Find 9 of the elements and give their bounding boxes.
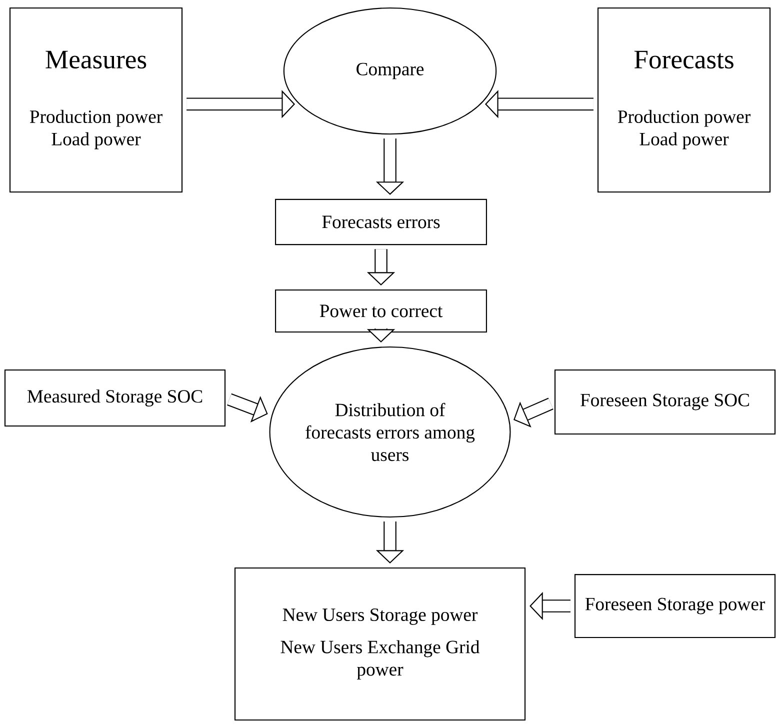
process-box: New Users Storage power New Users Exchange Grid power bbox=[234, 567, 526, 721]
block-arrow bbox=[514, 398, 554, 428]
process-box: Forecasts Production power Load power bbox=[597, 7, 771, 193]
process-box: Measured Storage SOC bbox=[4, 369, 226, 427]
process-box: Power to correct bbox=[275, 289, 487, 333]
process-box: Forecasts errors bbox=[275, 198, 487, 246]
process-box: Foreseen Storage power bbox=[574, 574, 776, 638]
process-box: Measures Production power Load power bbox=[9, 7, 183, 193]
process-box: Foreseen Storage SOC bbox=[554, 369, 776, 435]
